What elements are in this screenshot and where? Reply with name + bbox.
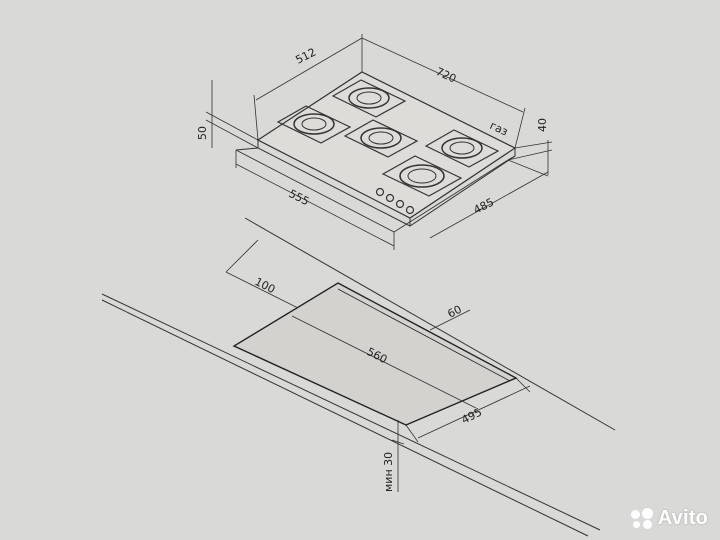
- hob-base-left-edge: [235, 147, 259, 151]
- hob-width-label: 720: [434, 65, 459, 86]
- burner-4: [424, 129, 500, 168]
- avito-logo-icon: [630, 507, 653, 530]
- countertop-front-edge-top: [101, 299, 589, 537]
- countertop: [101, 217, 616, 537]
- avito-watermark-text: Avito: [657, 507, 708, 529]
- hob-depth-label: 512: [293, 46, 318, 67]
- cutout-min-thickness-label: мин 30: [382, 452, 395, 492]
- hob-base-depth-label: 485: [471, 196, 496, 217]
- hob-dimension-lines: [205, 34, 553, 250]
- burner-2: [276, 105, 352, 144]
- hob-height-label: 50: [196, 126, 209, 140]
- cutout-dimension-lines: [225, 239, 531, 492]
- burner-1: [331, 79, 407, 118]
- cutout-side-offset-label: 60: [445, 303, 463, 321]
- hob-base-width-label: 555: [287, 187, 312, 208]
- control-knobs: [375, 187, 415, 215]
- hob-side-height-label: 40: [536, 118, 549, 132]
- avito-watermark: Avito: [630, 507, 708, 530]
- cutout-offset-label: 100: [253, 275, 278, 296]
- burner-3: [343, 119, 419, 158]
- burner-5: [381, 155, 463, 197]
- countertop-front-edge-bottom: [101, 293, 601, 531]
- countertop-back-edge: [244, 217, 616, 431]
